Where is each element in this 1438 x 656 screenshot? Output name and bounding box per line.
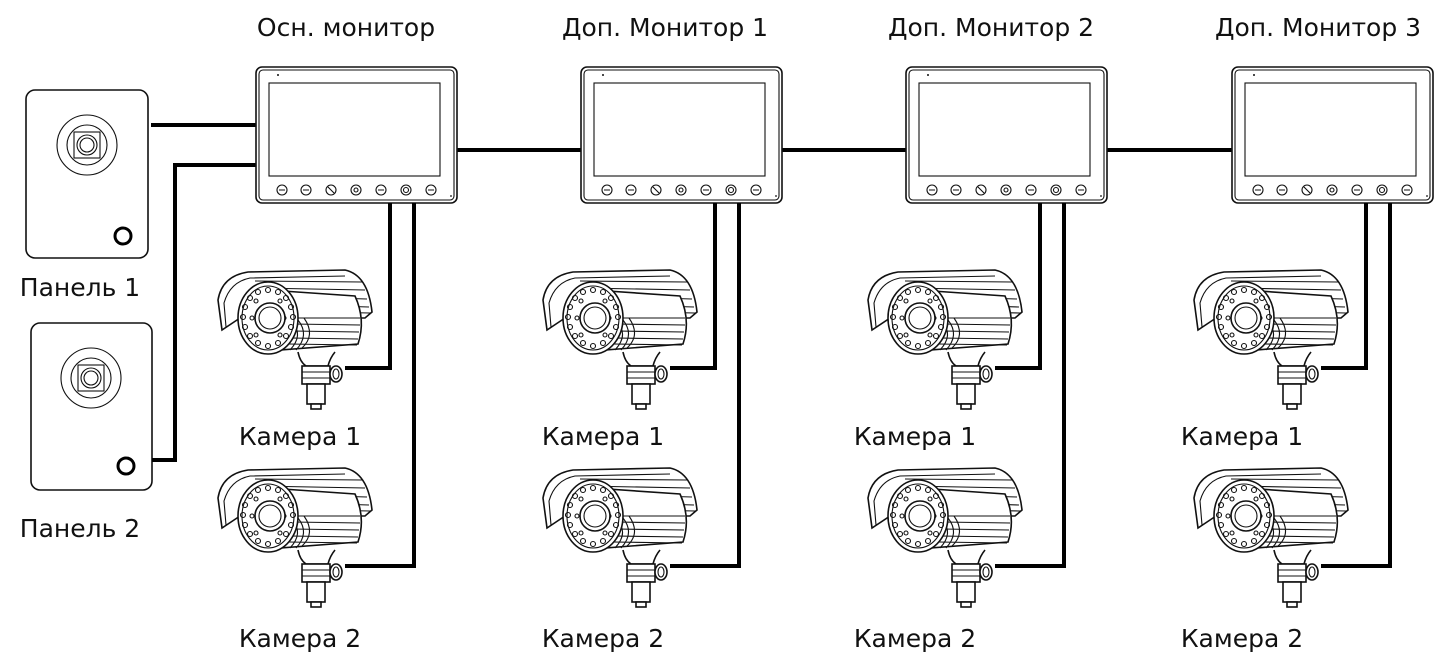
main-monitor bbox=[255, 66, 458, 204]
extra-monitor-3 bbox=[1231, 66, 1434, 204]
main-monitor-title: Осн. монитор bbox=[257, 13, 435, 42]
camera-1-wire bbox=[1321, 203, 1368, 370]
camera-1-wire bbox=[670, 203, 717, 370]
extra-monitor-2-title: Доп. Монитор 2 bbox=[888, 13, 1094, 42]
camera-2-label: Камера 2 bbox=[542, 624, 664, 653]
camera-1-wire bbox=[995, 203, 1042, 370]
camera-1-label: Камера 1 bbox=[854, 422, 976, 451]
camera-2-label: Камера 2 bbox=[1181, 624, 1303, 653]
panel-2-wire bbox=[152, 163, 256, 462]
extra-monitor-2-group: Камера 1 Камера 2 bbox=[854, 66, 1108, 653]
camera-2-label: Камера 2 bbox=[854, 624, 976, 653]
camera-2 bbox=[217, 467, 373, 608]
camera-1-label: Камера 1 bbox=[542, 422, 664, 451]
camera-1-wire bbox=[345, 203, 392, 370]
camera-1 bbox=[867, 269, 1023, 410]
extra-monitor-3-group: Камера 1 Камера 2 bbox=[1181, 66, 1434, 653]
main-monitor-group: Камера 1 Камера 2 bbox=[217, 66, 458, 653]
camera-2 bbox=[542, 467, 698, 608]
camera-2 bbox=[1193, 467, 1349, 608]
camera-2-label: Камера 2 bbox=[239, 624, 361, 653]
extra-monitor-3-title: Доп. Монитор 3 bbox=[1215, 13, 1421, 42]
extra-monitor-2 bbox=[905, 66, 1108, 204]
extra-monitor-1-group: Камера 1 Камера 2 bbox=[542, 66, 783, 653]
camera-1-label: Камера 1 bbox=[239, 422, 361, 451]
extra-monitor-1-title: Доп. Монитор 1 bbox=[562, 13, 768, 42]
camera-1 bbox=[217, 269, 373, 410]
camera-2-wire bbox=[670, 203, 741, 568]
camera-2-wire bbox=[1321, 203, 1392, 568]
door-panel-2 bbox=[30, 322, 153, 491]
extra-monitor-1 bbox=[580, 66, 783, 204]
camera-1-label: Камера 1 bbox=[1181, 422, 1303, 451]
camera-1 bbox=[1193, 269, 1349, 410]
panel-2-label: Панель 2 bbox=[20, 514, 140, 543]
camera-2-wire bbox=[995, 203, 1066, 568]
camera-2-wire bbox=[345, 203, 416, 568]
camera-2 bbox=[867, 467, 1023, 608]
door-panel-1 bbox=[25, 89, 149, 259]
panel-1-label: Панель 1 bbox=[20, 273, 140, 302]
camera-1 bbox=[542, 269, 698, 410]
